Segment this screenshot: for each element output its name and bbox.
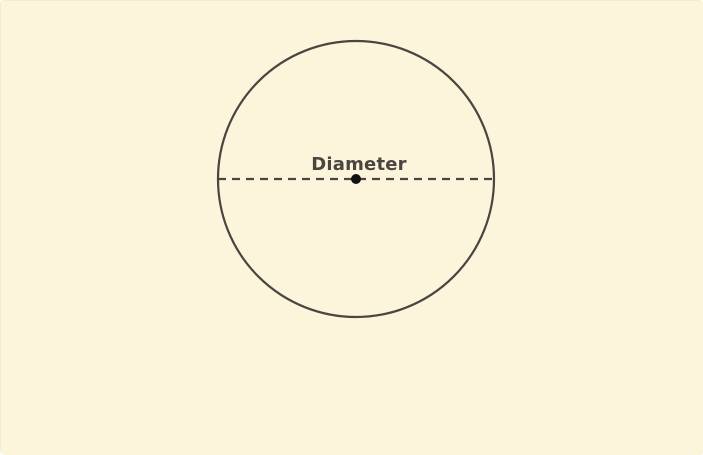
diameter-label: Diameter <box>311 154 407 175</box>
center-point <box>351 174 361 184</box>
